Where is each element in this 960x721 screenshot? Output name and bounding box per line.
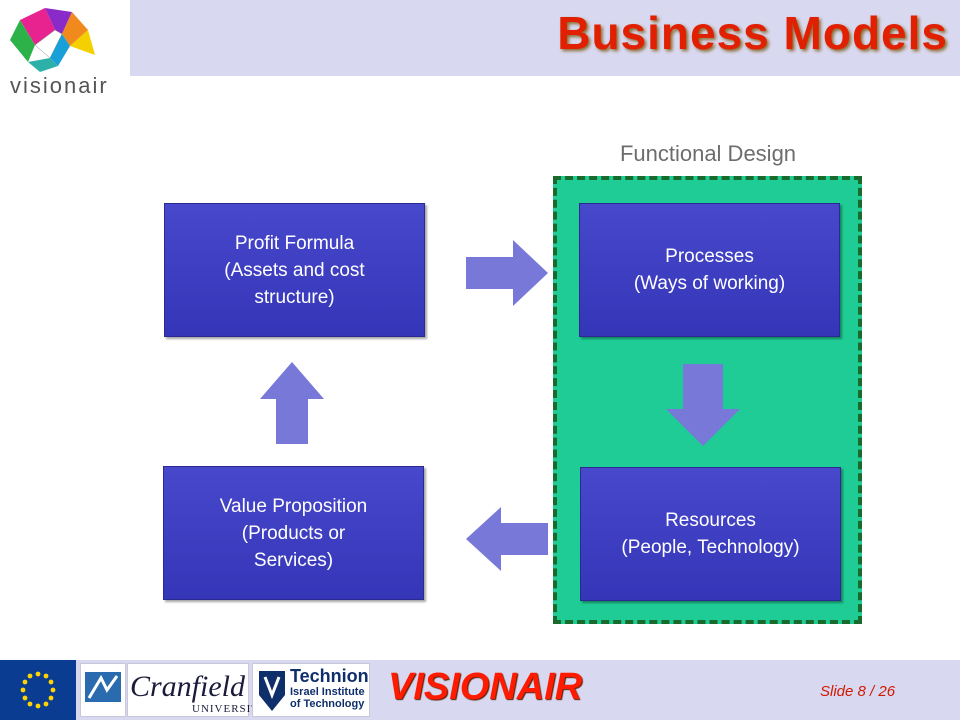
value-proposition-box: Value Proposition (Products or Services): [163, 466, 424, 600]
profit-formula-box: Profit Formula (Assets and cost structur…: [164, 203, 425, 337]
value-proposition-line3: Services): [253, 549, 334, 571]
visionair-brand: VISIONAIR: [388, 666, 583, 708]
profit-formula-line1: Profit Formula: [234, 232, 355, 254]
fp7-logo: [80, 663, 126, 717]
logo-mark-icon: [10, 8, 95, 72]
resources-line2: (People, Technology): [621, 537, 800, 558]
arrow-down-icon: [666, 364, 740, 446]
processes-line1: Processes: [665, 246, 754, 267]
eu-flag-icon: [0, 660, 76, 720]
processes-box: Processes (Ways of working): [579, 203, 840, 337]
header-band: [130, 0, 960, 76]
arrow-left-icon: [466, 507, 548, 571]
visionair-logo: visionair: [10, 8, 109, 98]
resources-line1: Resources: [665, 510, 756, 531]
cranfield-subtitle: UNIVERSITY: [192, 703, 268, 715]
arrow-right-icon: [466, 240, 548, 306]
technion-emblem-icon: [259, 671, 285, 711]
profit-formula-line2: (Assets and cost: [224, 259, 365, 281]
cranfield-name: Cranfield: [130, 670, 246, 703]
technion-logo: [252, 663, 370, 717]
processes-line2: (Ways of working): [633, 273, 786, 294]
logo-text: visionair: [10, 73, 109, 98]
technion-name: Technion: [290, 666, 369, 686]
slide-number: Slide 8 / 26: [820, 683, 896, 700]
cranfield-logo: [127, 663, 249, 717]
functional-design-label: Functional Design: [619, 141, 797, 166]
fp7-icon: [85, 672, 121, 702]
arrow-up-icon: [260, 362, 324, 444]
technion-subtitle: Israel Institute of Technology: [290, 686, 365, 710]
profit-formula-line3: structure): [254, 286, 335, 308]
value-proposition-line2: (Products or: [241, 522, 346, 544]
value-proposition-line1: Value Proposition: [219, 495, 368, 517]
resources-box: Resources (People, Technology): [580, 467, 841, 601]
page-title: Business Models: [557, 7, 948, 59]
